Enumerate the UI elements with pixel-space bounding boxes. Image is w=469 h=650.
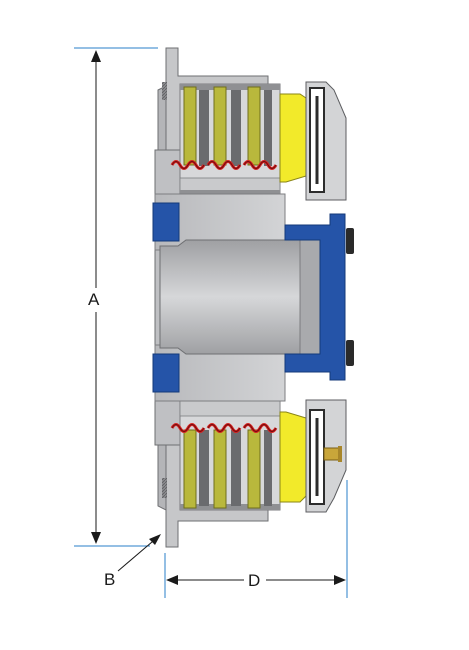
arrowhead-icon <box>334 575 346 585</box>
arrowhead-icon <box>91 532 101 544</box>
dimension-a-line <box>91 50 101 544</box>
dimension-d-line <box>166 575 346 585</box>
brass-pin <box>323 446 342 462</box>
lower-disc-pack <box>170 399 281 511</box>
arrowhead-icon <box>166 575 178 585</box>
flange-knurl-top <box>162 82 167 100</box>
dimension-label-a: A <box>88 290 100 309</box>
black-bolts <box>346 228 354 366</box>
leader-b-line <box>117 534 161 572</box>
dimension-label-b: B <box>104 570 116 589</box>
armature-ring <box>305 81 347 513</box>
blue-hub-parts <box>152 202 346 393</box>
flange-knurl-bottom <box>162 478 167 498</box>
pressure-plates <box>279 93 307 503</box>
arrowhead-icon <box>149 534 161 545</box>
arrowhead-icon <box>91 50 101 62</box>
upper-disc-pack <box>170 83 281 195</box>
dimension-label-d: D <box>248 571 261 590</box>
